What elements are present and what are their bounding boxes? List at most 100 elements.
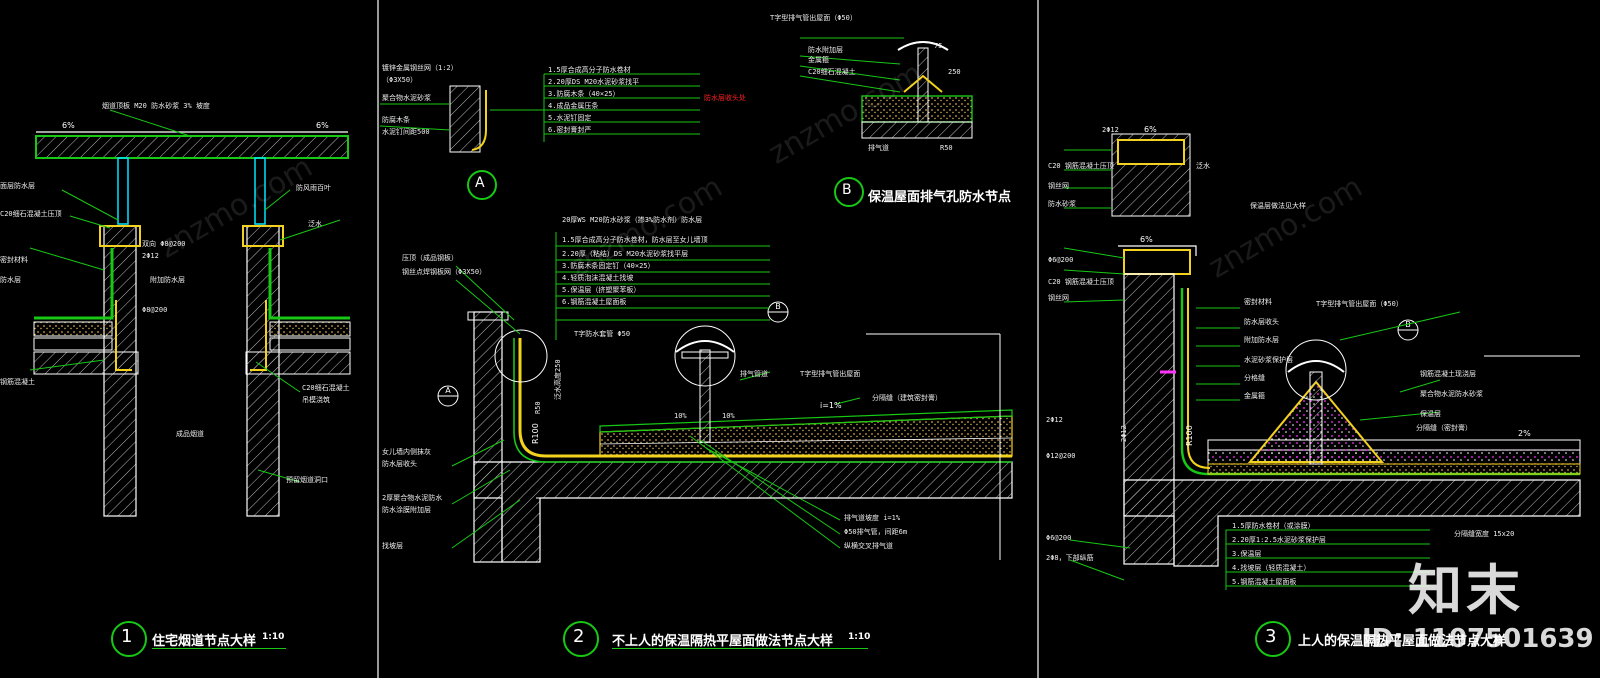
svg-text:2Φ8，下部纵筋: 2Φ8，下部纵筋 [1046, 553, 1094, 562]
detail-2-underline [612, 648, 868, 649]
callout-b-title: 保温屋面排气孔防水节点 [868, 190, 1012, 205]
callout-a-sketch: 1.5厚合成高分子防水卷材 2.20厚DS M20水泥砂浆找平 3.防腐木条（4… [379, 63, 746, 153]
detail-2-drawing: B A [437, 232, 1013, 563]
svg-text:3.防腐木条（40×25）: 3.防腐木条（40×25） [548, 89, 620, 98]
svg-text:排气管道: 排气管道 [740, 369, 768, 378]
svg-text:纵横交叉排气道: 纵横交叉排气道 [844, 541, 893, 550]
detail-2-scale: 1:10 [848, 632, 871, 642]
svg-text:5.水泥钉固定: 5.水泥钉固定 [548, 113, 591, 122]
panel-frames [377, 0, 1039, 678]
slope-2pct: 2% [1518, 429, 1531, 438]
svg-text:2Φ12: 2Φ12 [142, 252, 159, 260]
detail-1-scale: 1:10 [262, 632, 285, 642]
svg-text:T字型排气管出屋面（Φ50）: T字型排气管出屋面（Φ50） [1316, 299, 1403, 308]
svg-text:水泥砂浆保护层: 水泥砂浆保护层 [1244, 355, 1293, 364]
svg-text:聚合物水泥防水砂浆: 聚合物水泥防水砂浆 [1420, 389, 1483, 398]
svg-text:防风雨百叶: 防风雨百叶 [296, 183, 331, 192]
svg-text:预留烟道洞口: 预留烟道洞口 [286, 475, 328, 484]
svg-text:C20 钢筋混凝土压顶: C20 钢筋混凝土压顶 [1048, 277, 1114, 286]
svg-text:A: A [445, 386, 451, 395]
svg-text:1.5厚合成高分子防水卷材: 1.5厚合成高分子防水卷材 [548, 65, 631, 74]
svg-text:保温层: 保温层 [1420, 409, 1441, 418]
svg-text:钢筋混凝土: 钢筋混凝土 [0, 377, 35, 386]
svg-text:2Φ12: 2Φ12 [1102, 126, 1119, 134]
svg-text:4.轻质泡沫混凝土找坡: 4.轻质泡沫混凝土找坡 [562, 273, 633, 282]
slope-labels: 6% 6% i=1% 6% 6% 2% R100 R100 [62, 121, 1531, 446]
svg-text:2.20厚1:2.5水泥砂浆保护层: 2.20厚1:2.5水泥砂浆保护层 [1232, 535, 1326, 544]
callout-b-letter: B [842, 182, 852, 198]
callout-b-circle [834, 177, 864, 207]
svg-text:Φ12@200: Φ12@200 [1046, 452, 1076, 460]
detail-2-notes: 20厚WS M20防水砂浆（掺3%防水剂）防水层 1.5厚合成高分子防水卷材，防… [382, 215, 942, 550]
svg-text:2厚聚合物水泥防水: 2厚聚合物水泥防水 [382, 493, 442, 502]
svg-text:C20细石混凝土: C20细石混凝土 [302, 383, 350, 392]
callout-a-letter: A [475, 175, 485, 191]
slope-6pct-d3: 6% [1144, 125, 1157, 134]
svg-text:Φ50排气管，间距6m: Φ50排气管，间距6m [844, 527, 907, 536]
svg-text:成品烟道: 成品烟道 [176, 429, 204, 438]
svg-text:分隔缝（密封膏）: 分隔缝（密封膏） [1416, 423, 1472, 432]
svg-text:3.保温层: 3.保温层 [1232, 549, 1261, 558]
svg-text:T字防水套管 Φ50: T字防水套管 Φ50 [574, 329, 630, 338]
svg-text:防水层: 防水层 [0, 275, 21, 284]
svg-text:Φ6@200: Φ6@200 [1046, 534, 1071, 542]
svg-text:Φ8@200: Φ8@200 [142, 306, 167, 314]
svg-text:排气道: 排气道 [868, 143, 889, 152]
svg-text:R50: R50 [940, 144, 953, 152]
svg-text:烟道顶板 M20 防水砂浆 3% 坡度: 烟道顶板 M20 防水砂浆 3% 坡度 [102, 101, 210, 110]
svg-text:密封材料: 密封材料 [0, 255, 28, 264]
callout-a-circle [467, 170, 497, 200]
svg-text:防水层收头处: 防水层收头处 [704, 93, 746, 102]
detail-1-drawing [29, 109, 351, 517]
svg-text:C20细石混凝土: C20细石混凝土 [808, 67, 856, 76]
svg-text:2.20厚（粘结）DS M20水泥砂浆找平层: 2.20厚（粘结）DS M20水泥砂浆找平层 [562, 249, 688, 258]
radius-r100-d2: R100 [531, 423, 540, 444]
slope-6pct-d3b: 6% [1140, 235, 1153, 244]
svg-text:泛水: 泛水 [1196, 161, 1210, 170]
svg-text:R50: R50 [534, 401, 542, 414]
detail-2-number: 2 [573, 626, 585, 647]
svg-text:C20 钢筋混凝土压顶: C20 钢筋混凝土压顶 [1048, 161, 1114, 170]
svg-text:10%: 10% [722, 412, 735, 420]
svg-text:1.5厚防水卷材（或涂膜）: 1.5厚防水卷材（或涂膜） [1232, 521, 1315, 530]
svg-text:聚合物水泥砂浆: 聚合物水泥砂浆 [382, 93, 431, 102]
svg-text:防水层收头: 防水层收头 [382, 459, 417, 468]
watermark-id: ID: 1107501639 [1362, 624, 1594, 654]
svg-text:10%: 10% [674, 412, 687, 420]
svg-text:4.找坡层（轻质混凝土）: 4.找坡层（轻质混凝土） [1232, 563, 1310, 572]
svg-text:分格缝: 分格缝 [1244, 373, 1265, 382]
watermark-brand: 知末 [1408, 559, 1524, 622]
svg-text:防水附加层: 防水附加层 [808, 45, 843, 54]
svg-text:T字型排气管出屋面（Φ50）: T字型排气管出屋面（Φ50） [770, 13, 857, 22]
svg-text:密封材料: 密封材料 [1244, 297, 1272, 306]
svg-text:泛水高度250: 泛水高度250 [553, 359, 562, 400]
detail-2-title: 不上人的保温隔热平屋面做法节点大样 [612, 634, 834, 649]
svg-text:防水涂膜附加层: 防水涂膜附加层 [382, 505, 431, 514]
detail-1-title: 住宅烟道节点大样 [152, 634, 257, 649]
svg-text:附加防水层: 附加防水层 [1244, 335, 1279, 344]
svg-text:5.钢筋混凝土屋面板: 5.钢筋混凝土屋面板 [1232, 577, 1296, 586]
svg-text:75: 75 [934, 42, 942, 50]
svg-text:6.钢筋混凝土屋面板: 6.钢筋混凝土屋面板 [562, 297, 626, 306]
svg-text:C20细石混凝土压顶: C20细石混凝土压顶 [0, 209, 62, 218]
svg-text:20厚WS M20防水砂浆（掺3%防水剂）防水层: 20厚WS M20防水砂浆（掺3%防水剂）防水层 [562, 215, 702, 224]
svg-text:水泥钉间距500: 水泥钉间距500 [382, 127, 430, 136]
slope-6pct-left: 6% [62, 121, 75, 130]
svg-text:T字型排气管出屋面: T字型排气管出屋面 [800, 369, 860, 378]
radius-r100: R100 [1185, 425, 1194, 446]
svg-text:保温层做法见大样: 保温层做法见大样 [1250, 201, 1306, 210]
svg-text:镀锌金属钢丝网（1:2）: 镀锌金属钢丝网（1:2） [382, 63, 458, 72]
svg-text:钢筋混凝土现浇层: 钢筋混凝土现浇层 [1420, 369, 1476, 378]
slope-i1: i=1% [820, 401, 842, 410]
detail-1-underline [152, 648, 286, 649]
detail-1-number: 1 [121, 626, 133, 647]
svg-text:附加防水层: 附加防水层 [150, 275, 185, 284]
svg-text:防腐木条: 防腐木条 [382, 115, 410, 124]
slope-6pct-right: 6% [316, 121, 329, 130]
svg-text:面层防水层: 面层防水层 [0, 181, 35, 190]
detail-1-number-circle [111, 621, 147, 657]
svg-text:Φ6@200: Φ6@200 [1048, 256, 1073, 264]
svg-text:防水砂浆: 防水砂浆 [1048, 199, 1076, 208]
svg-text:分隔缝（建筑密封膏）: 分隔缝（建筑密封膏） [872, 393, 942, 402]
